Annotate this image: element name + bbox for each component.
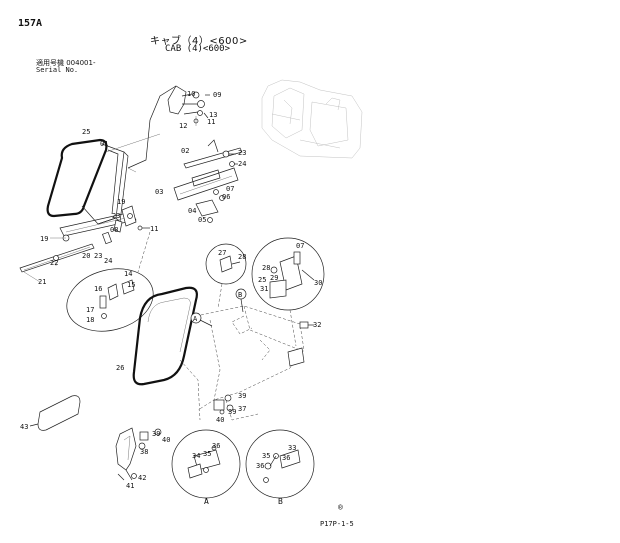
page-title-jp: キャブ（4）<600> xyxy=(150,36,248,47)
callout-01: 01 xyxy=(100,140,108,148)
callout-43: 43 xyxy=(20,423,28,431)
page-code: 157A xyxy=(18,18,43,29)
callout-14: 14 xyxy=(124,270,132,278)
registered-mark: ® xyxy=(338,503,343,512)
callout-20: 20 xyxy=(82,252,90,260)
callout-19a: 19 xyxy=(117,198,125,206)
callout-11b: 11 xyxy=(150,225,158,233)
callout-03: 03 xyxy=(155,188,163,196)
marker-b xyxy=(235,288,247,313)
detail-circle-27 xyxy=(205,243,247,309)
center-rail-group xyxy=(173,139,243,223)
lower-bracket-group xyxy=(115,427,162,481)
callout-25b: 25 xyxy=(258,276,266,284)
callout-25: 25 xyxy=(82,128,90,136)
detail-circle-a xyxy=(171,429,241,500)
callout-24b: 24 xyxy=(238,160,246,168)
hinge-group xyxy=(213,394,234,415)
callout-37: 37 xyxy=(238,405,246,413)
stopper-detail-oval xyxy=(66,231,154,332)
callout-28: 28 xyxy=(238,253,246,261)
marker-a xyxy=(190,312,213,327)
callout-32: 32 xyxy=(313,321,321,329)
callout-23c: 23 xyxy=(238,149,246,157)
callout-39c: 39 xyxy=(152,430,160,438)
callout-23b: 23 xyxy=(94,252,102,260)
callout-36b: 36 xyxy=(282,454,290,462)
callout-28b: 28 xyxy=(262,264,270,272)
page-title-en: CAB (4)<600> xyxy=(165,44,231,54)
callout-31: 31 xyxy=(260,285,268,293)
glass-43 xyxy=(29,395,81,431)
callout-24a: 24 xyxy=(104,257,112,265)
callout-26: 26 xyxy=(116,364,124,372)
callout-39a: 39 xyxy=(238,392,246,400)
callout-29: 29 xyxy=(270,274,278,282)
callout-08a: 08 xyxy=(110,226,118,234)
callout-12: 12 xyxy=(179,122,187,130)
detail-circle-b xyxy=(245,429,315,499)
callout-30: 30 xyxy=(314,279,322,287)
detail-b-label: B xyxy=(278,497,283,506)
callout-18: 18 xyxy=(86,316,94,324)
callout-39b: 39 xyxy=(228,408,236,416)
callout-40b: 40 xyxy=(162,436,170,444)
cab-body-outline xyxy=(179,305,305,421)
callout-35b: 35 xyxy=(262,452,270,460)
callout-21: 21 xyxy=(38,278,46,286)
callout-19b: 19 xyxy=(40,235,48,243)
callout-33: 33 xyxy=(288,444,296,452)
callout-36a: 36 xyxy=(212,442,220,450)
marker-b-label: B xyxy=(238,291,242,299)
callout-22: 22 xyxy=(50,259,58,267)
callout-16: 16 xyxy=(94,285,102,293)
callout-42: 42 xyxy=(138,474,146,482)
upper-window-frame xyxy=(19,138,150,283)
detail-a-label: A xyxy=(204,497,209,506)
marker-a-label: A xyxy=(193,315,198,323)
serial-label-jp: 適用号機 004001- xyxy=(36,59,96,67)
callout-35a: 35 xyxy=(203,450,211,458)
callout-23a: 23 xyxy=(112,212,120,220)
callout-27: 27 xyxy=(218,249,226,257)
upper-bracket-group xyxy=(127,85,210,169)
callout-07b: 07 xyxy=(296,242,304,250)
callout-06: 06 xyxy=(222,193,230,201)
callout-36c: 36 xyxy=(256,462,264,470)
lower-window-glass xyxy=(132,286,198,386)
callout-34: 34 xyxy=(192,452,200,460)
bolt-32 xyxy=(287,321,314,367)
cab-overview-sketch xyxy=(261,79,363,159)
callout-41: 41 xyxy=(126,482,134,490)
callout-04: 04 xyxy=(188,207,196,215)
callout-11: 11 xyxy=(207,118,215,126)
serial-label-en: Serial No. xyxy=(36,66,79,74)
page-reference: P17P-1-5 xyxy=(320,520,354,528)
callout-40a: 40 xyxy=(216,416,224,424)
callout-09: 09 xyxy=(213,91,221,99)
callout-17: 17 xyxy=(86,306,94,314)
callout-02: 02 xyxy=(181,147,189,155)
callout-13: 13 xyxy=(209,111,217,119)
callout-10: 10 xyxy=(187,90,195,98)
callout-07a: 07 xyxy=(226,185,234,193)
callout-38: 38 xyxy=(140,448,148,456)
callout-15: 15 xyxy=(127,281,135,289)
detail-circle-30 xyxy=(251,237,325,347)
callout-05: 05 xyxy=(198,216,206,224)
